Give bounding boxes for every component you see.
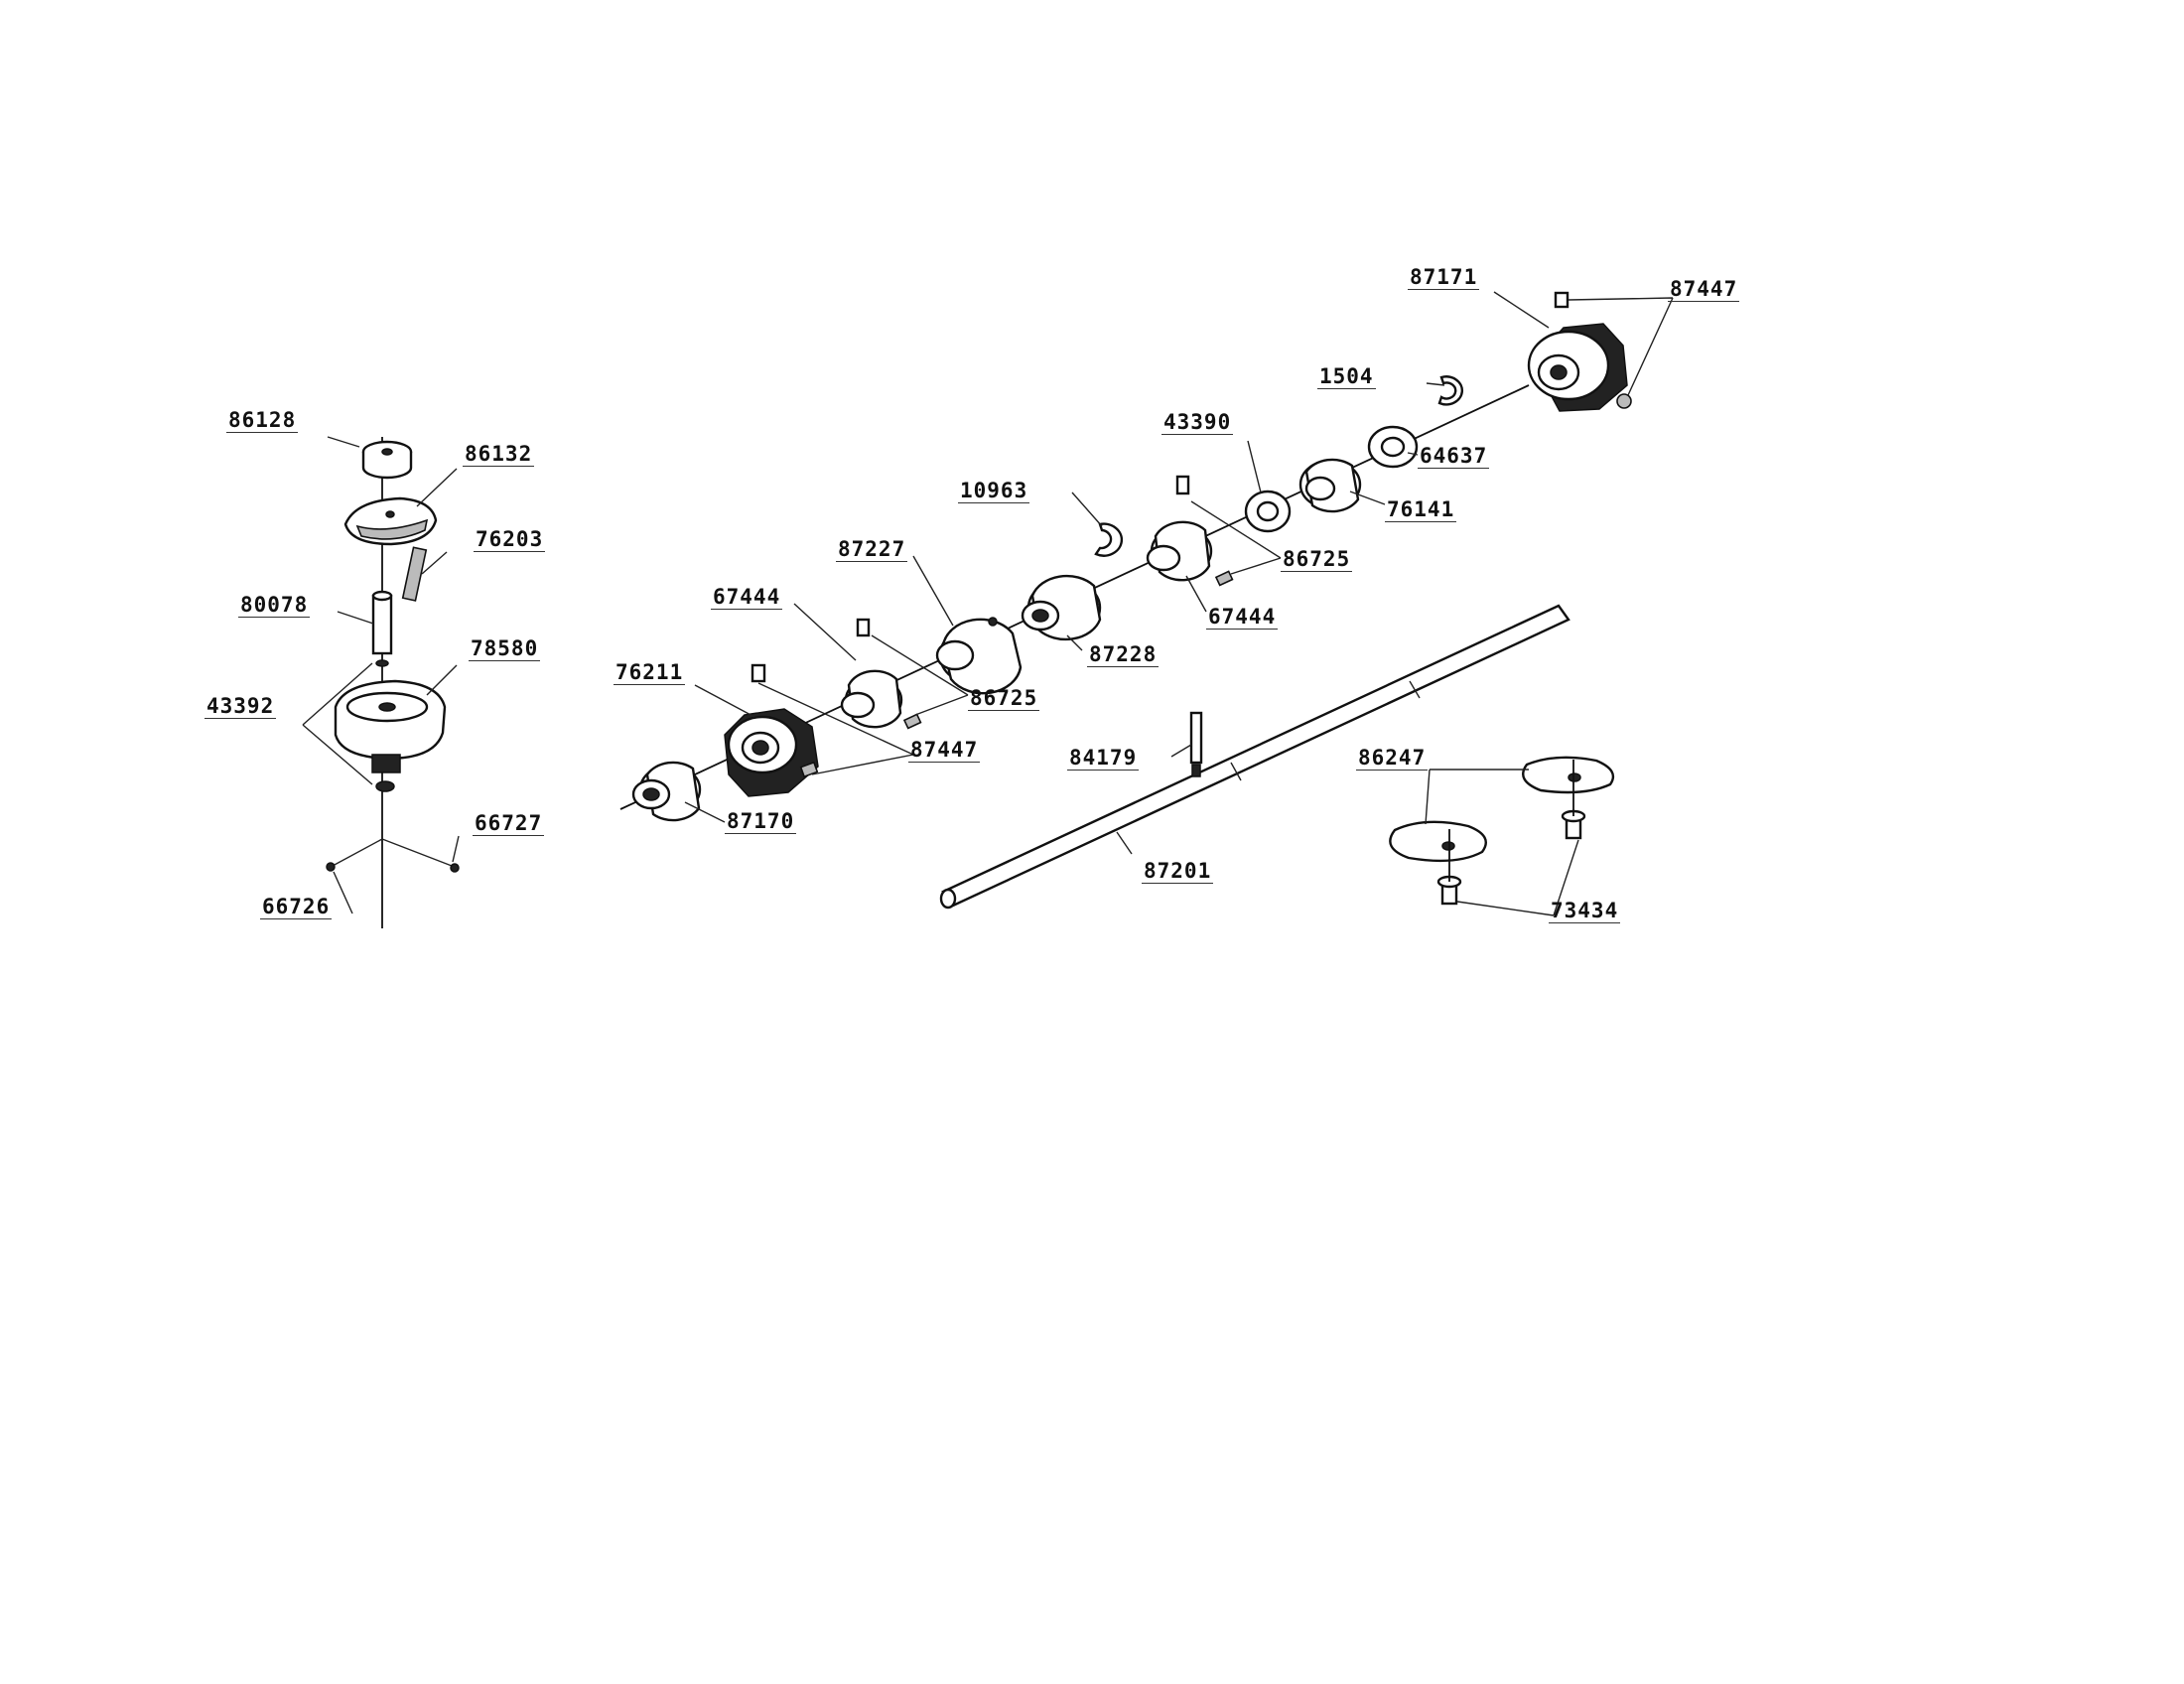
part-66727 (450, 863, 460, 873)
part-1504 (1437, 375, 1464, 406)
part-67444b (1146, 475, 1234, 587)
part-78580 (334, 679, 447, 792)
label-84179: 84179 (1067, 746, 1140, 771)
label-43390: 43390 (1161, 410, 1234, 435)
label-86132: 86132 (463, 442, 535, 467)
label-67444-left: 67444 (711, 585, 783, 610)
label-86128: 86128 (226, 408, 299, 433)
leader-lines (302, 291, 1674, 916)
part-86132 (343, 496, 438, 546)
part-80078 (371, 590, 393, 667)
part-87171 (1527, 291, 1632, 412)
part-76203 (401, 546, 428, 602)
part-66726 (326, 862, 336, 872)
part-87228 (1021, 574, 1102, 641)
label-64637: 64637 (1418, 444, 1490, 469)
left-assembly (326, 437, 460, 928)
label-67444-right: 67444 (1206, 605, 1279, 630)
part-67444a (840, 618, 922, 730)
part-10963 (1094, 522, 1124, 557)
label-80078: 80078 (238, 593, 311, 618)
label-43392: 43392 (205, 694, 277, 719)
label-66727: 66727 (473, 811, 545, 836)
part-84179 (1189, 711, 1203, 777)
part-76141 (1298, 458, 1362, 513)
label-76211: 76211 (614, 660, 686, 685)
label-87201: 87201 (1142, 859, 1214, 884)
label-87447-top: 87447 (1668, 277, 1740, 302)
label-10963: 10963 (958, 479, 1030, 503)
part-76211 (724, 663, 819, 797)
part-43390 (1244, 490, 1292, 533)
part-87170 (631, 761, 702, 822)
label-86247: 86247 (1356, 746, 1429, 771)
right-plates (1389, 756, 1615, 906)
part-64637 (1367, 425, 1419, 469)
label-86725-left: 86725 (968, 686, 1040, 711)
part-87201 (939, 604, 1570, 910)
label-1504: 1504 (1317, 364, 1376, 389)
center-assembly (619, 291, 1632, 822)
label-73434: 73434 (1549, 899, 1621, 923)
label-76203: 76203 (474, 527, 546, 552)
label-76141: 76141 (1385, 497, 1457, 522)
part-87227 (935, 617, 1023, 695)
label-86725-right: 86725 (1281, 547, 1353, 572)
label-78580: 78580 (469, 636, 541, 661)
part-86247 (1389, 756, 1615, 863)
part-86128 (361, 440, 413, 480)
label-87228: 87228 (1087, 642, 1160, 667)
label-87171: 87171 (1408, 265, 1480, 290)
label-87447-left: 87447 (908, 738, 981, 763)
label-66726: 66726 (260, 895, 333, 919)
label-87170: 87170 (725, 809, 797, 834)
label-87227: 87227 (836, 537, 908, 562)
